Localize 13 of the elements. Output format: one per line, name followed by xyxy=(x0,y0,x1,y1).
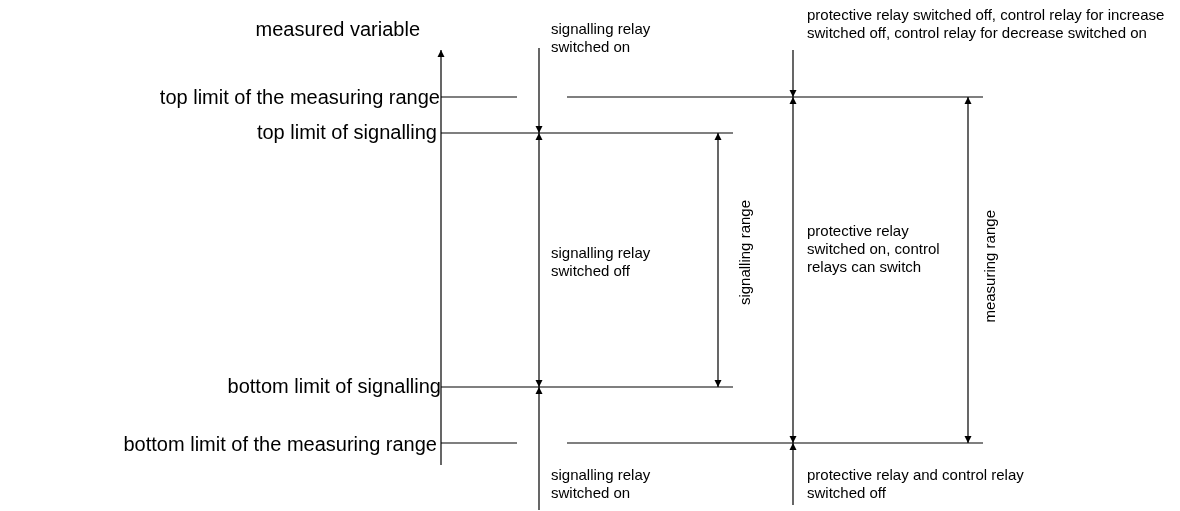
state-note: signalling relay switched on xyxy=(551,466,652,502)
state-note: signalling relay switched off xyxy=(551,244,652,280)
level-label: bottom limit of the measuring range xyxy=(123,432,437,456)
state-note: protective relay and control relay switched off xyxy=(807,466,1025,502)
level-label: top limit of the measuring range xyxy=(159,85,440,109)
state-note: signalling relay switched on xyxy=(551,20,652,56)
range-label: signalling range xyxy=(736,200,754,306)
level-label: bottom limit of signalling xyxy=(227,374,441,398)
axis-label: measured variable xyxy=(255,17,420,41)
state-note: protective relay switched off, control relay for increase switched off, control relay for decrease switched on xyxy=(807,6,1166,42)
state-note: protective relay switched on, control relays can switch xyxy=(807,222,941,276)
range-label: measuring range xyxy=(981,210,999,323)
level-label: top limit of signalling xyxy=(256,120,437,144)
